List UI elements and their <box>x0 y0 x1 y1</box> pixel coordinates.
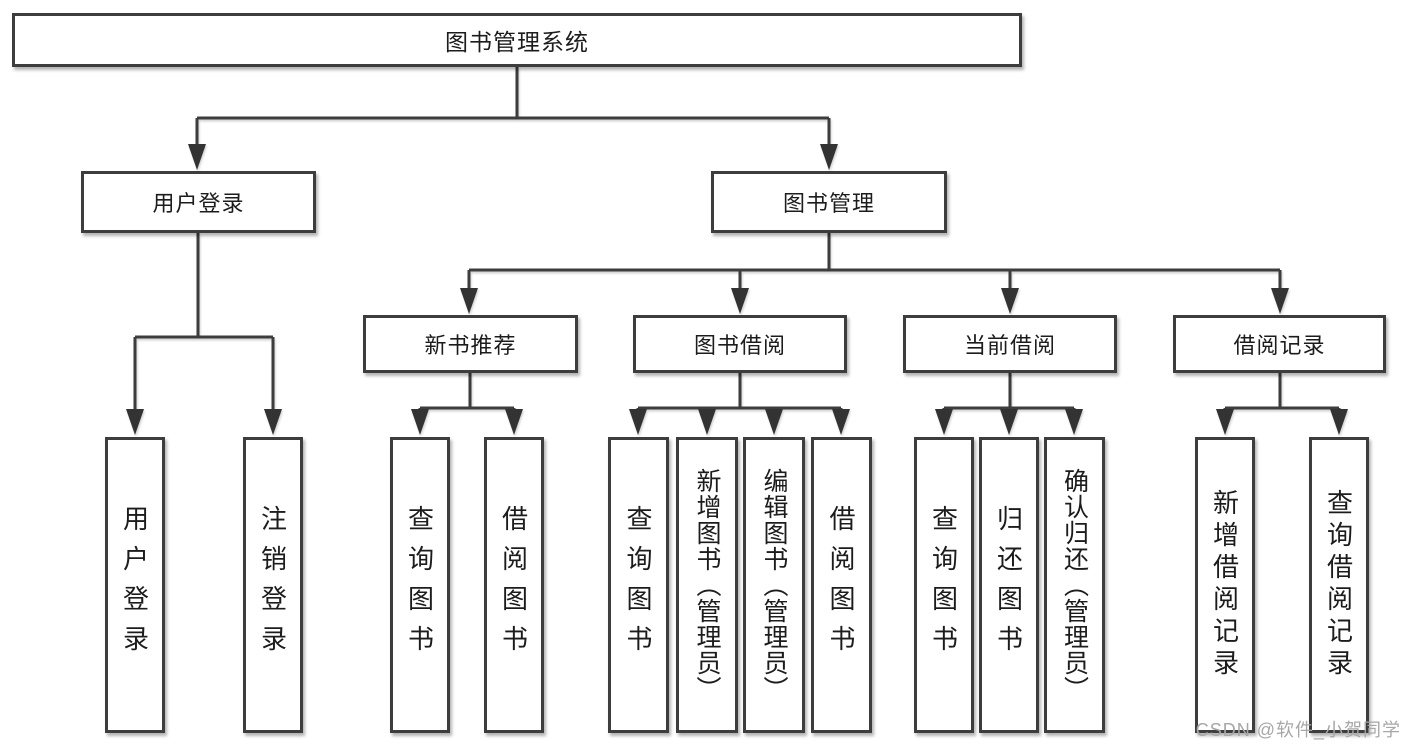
csdn-watermark: CSDN @软件_小贺同学 <box>1195 720 1401 740</box>
node-leaf-add-borrow-record: 新增借阅记录 <box>1195 437 1255 733</box>
node-current-borrow: 当前借阅 <box>903 315 1117 373</box>
node-new-book-recommend-label: 新书推荐 <box>424 333 517 358</box>
node-borrow-records-label: 借阅记录 <box>1233 333 1326 358</box>
arrowheads <box>126 144 1348 435</box>
leaf-label: 注销登录 <box>257 505 288 665</box>
node-library-system-label: 图书管理系统 <box>445 29 589 55</box>
node-book-management-label: 图书管理 <box>782 191 875 216</box>
node-leaf-add-book-admin: 新增图书（管理员） <box>676 437 738 733</box>
node-user-login-label: 用户登录 <box>152 191 245 216</box>
node-leaf-user-login: 用户登录 <box>105 437 165 733</box>
leaf-label: 查询图书 <box>623 505 653 665</box>
node-new-book-recommend: 新书推荐 <box>363 315 578 373</box>
leaf-label: 查询借阅记录 <box>1323 489 1354 681</box>
node-leaf-borrow-books-recommend: 借阅图书 <box>484 437 544 733</box>
node-leaf-query-books-borrow: 查询图书 <box>608 437 669 733</box>
node-leaf-return-books: 归还图书 <box>979 437 1039 733</box>
node-book-borrow-label: 图书借阅 <box>693 333 786 358</box>
leaf-label: 新增借阅记录 <box>1209 489 1240 681</box>
leaf-label: 编辑图书（管理员） <box>760 468 788 702</box>
node-leaf-logout: 注销登录 <box>243 437 303 733</box>
node-user-login: 用户登录 <box>81 171 316 233</box>
leaf-label: 归还图书 <box>993 505 1024 665</box>
leaf-label: 查询图书 <box>928 505 959 665</box>
leaf-label: 确认归还（管理员） <box>1060 468 1089 702</box>
leaf-label: 查询图书 <box>404 505 435 665</box>
leaf-label: 新增图书（管理员） <box>693 468 721 702</box>
node-leaf-borrow-books: 借阅图书 <box>811 437 872 733</box>
leaf-label: 借阅图书 <box>498 505 529 665</box>
node-leaf-edit-book-admin: 编辑图书（管理员） <box>743 437 805 733</box>
node-borrow-records: 借阅记录 <box>1173 315 1386 373</box>
node-leaf-confirm-return-admin: 确认归还（管理员） <box>1044 437 1105 733</box>
node-current-borrow-label: 当前借阅 <box>963 333 1056 358</box>
node-leaf-query-borrow-record: 查询借阅记录 <box>1309 437 1369 733</box>
node-leaf-query-books-recommend: 查询图书 <box>390 437 450 733</box>
node-book-borrow: 图书借阅 <box>633 315 847 373</box>
node-book-management: 图书管理 <box>711 171 947 233</box>
leaf-label: 用户登录 <box>119 505 150 665</box>
node-leaf-query-books-current: 查询图书 <box>914 437 974 733</box>
leaf-label: 借阅图书 <box>826 505 856 665</box>
node-library-system: 图书管理系统 <box>12 13 1022 67</box>
